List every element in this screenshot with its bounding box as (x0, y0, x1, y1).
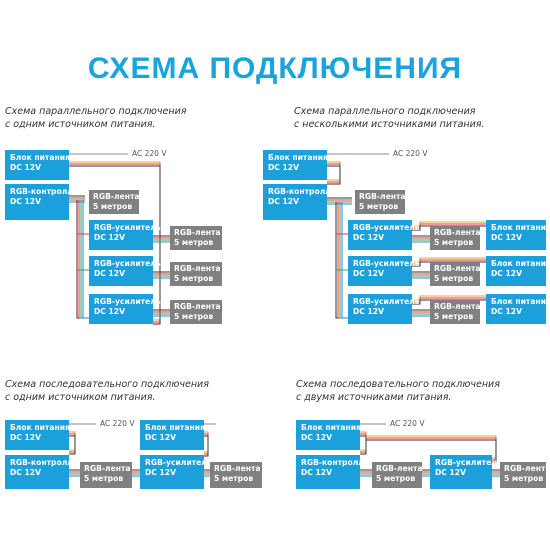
power-wire (327, 163, 341, 183)
power-wire (69, 165, 161, 325)
power-wire (204, 435, 209, 457)
power-wire (366, 439, 497, 463)
power-wire (204, 433, 209, 455)
ac-220-label: AC 220 V (132, 149, 167, 158)
diagram-4-caption: Схема последовательного подключения с дв… (296, 379, 500, 403)
power-wire (327, 165, 341, 185)
ac-220-label: AC 220 V (390, 419, 425, 428)
diagram-2-caption: Схема параллельного подключения с нескол… (294, 106, 485, 130)
diagram-1-caption: Схема параллельного подключения с одним … (5, 106, 187, 130)
diagram-3-caption: Схема последовательного подключения с од… (5, 379, 209, 403)
power-wire (360, 435, 367, 455)
power-wire (360, 433, 367, 453)
ac-220-label: AC 220 V (393, 149, 428, 158)
power-wire (360, 431, 367, 451)
power-wire (69, 435, 76, 455)
power-wire (69, 431, 76, 451)
power-wire (204, 431, 209, 453)
power-wire (327, 161, 341, 181)
page-title: СХЕМА ПОДКЛЮЧЕНИЯ (87, 52, 463, 85)
ac-220-label: AC 220 V (100, 419, 135, 428)
power-wire (69, 433, 76, 453)
